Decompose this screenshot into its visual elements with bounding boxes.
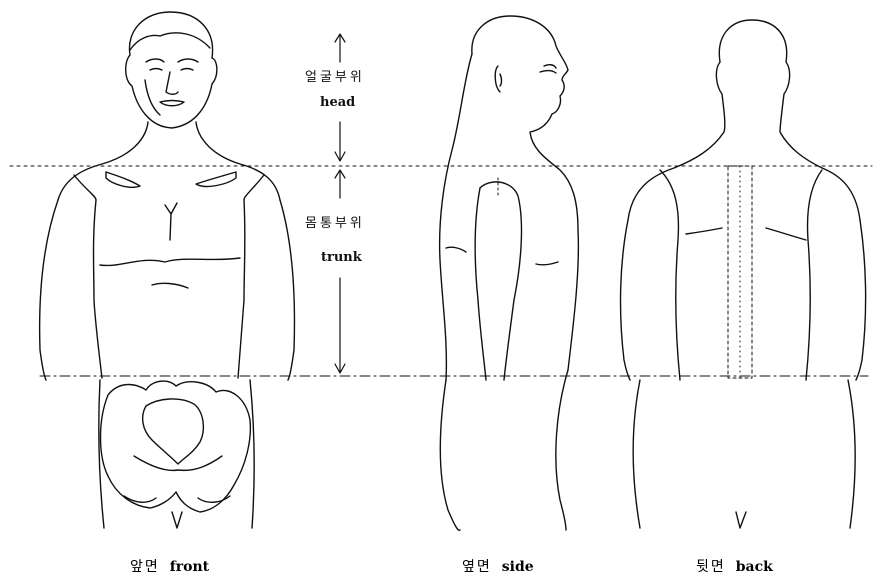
head-region-label-ko: 얼굴부위: [305, 66, 365, 85]
back-view-caption: 뒷면 back: [696, 556, 773, 576]
side-view-label-en: side: [502, 559, 534, 575]
back-figure: [621, 20, 866, 528]
side-view-label-ko: 옆면: [462, 559, 492, 575]
trunk-region-label-ko: 몸통부위: [305, 212, 365, 231]
head-region-label-en: head: [320, 95, 355, 110]
front-view-label-en: front: [170, 559, 209, 575]
back-view-label-ko: 뒷면: [696, 559, 726, 575]
trunk-region-label-en: trunk: [321, 250, 362, 265]
back-view-label-en: back: [736, 559, 773, 575]
front-view-label-ko: 앞면: [130, 559, 160, 575]
front-view-caption: 앞면 front: [130, 556, 209, 576]
front-figure: [40, 12, 295, 528]
side-figure: [440, 16, 579, 530]
side-view-caption: 옆면 side: [462, 556, 534, 576]
trunk-region-arrow: [335, 170, 345, 373]
